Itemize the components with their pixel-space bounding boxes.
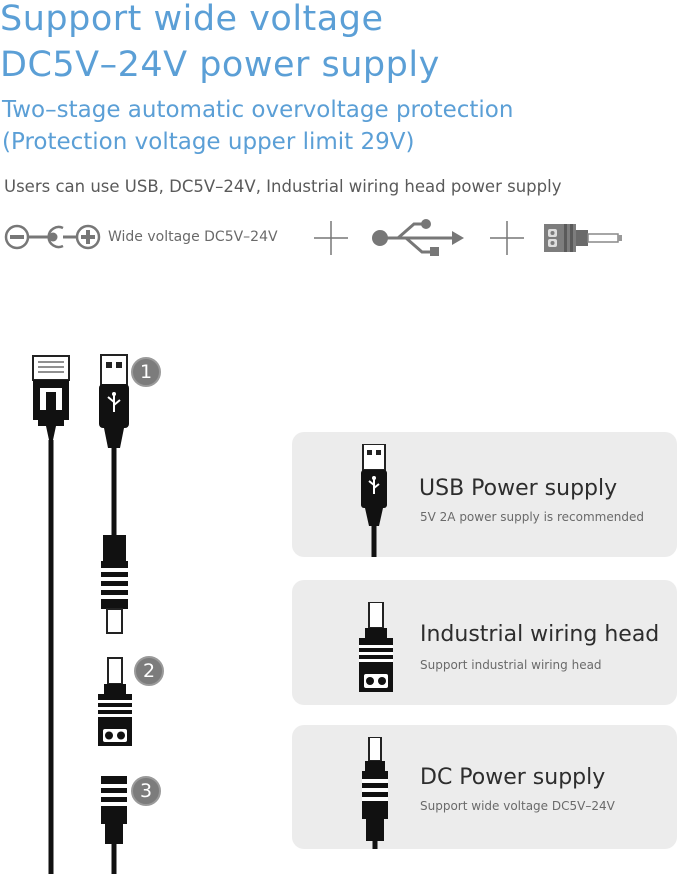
polarity-minus-icon [4, 224, 30, 250]
usb-power-card: USB Power supply 5V 2A power supply is r… [292, 432, 677, 557]
terminal-block-plug-icon [359, 602, 393, 692]
card-title: DC Power supply [420, 765, 606, 790]
dc-female-plug-icon [101, 535, 128, 634]
usb-plug-icon [361, 444, 387, 557]
rj45-plug-icon [32, 355, 70, 440]
users-line: Users can use USB, DC5V–24V, Industrial … [4, 177, 562, 196]
card-title: USB Power supply [419, 476, 618, 501]
badge-2: 2 [134, 656, 164, 686]
polarity-diagram-icon [4, 224, 101, 250]
terminal-block-plug-icon [98, 657, 132, 746]
polarity-label: Wide voltage DC5V–24V [108, 229, 278, 245]
usb-plug-icon [99, 354, 129, 448]
card-title: Industrial wiring head [420, 622, 660, 647]
card-subtitle: Support industrial wiring head [420, 658, 602, 672]
plus-icon-2 [490, 221, 524, 255]
headline-line-1: Support wide voltage [0, 0, 384, 39]
badge-3: 3 [131, 776, 161, 806]
headline-line-2: DC5V–24V power supply [0, 45, 440, 85]
terminal-adapter-icon [544, 224, 622, 252]
badge-1: 1 [131, 357, 161, 387]
usb-symbol-icon [372, 219, 464, 256]
dc-barrel-plug-icon [362, 737, 388, 849]
card-subtitle: 5V 2A power supply is recommended [420, 510, 644, 524]
industrial-wiring-card: Industrial wiring head Support industria… [292, 580, 677, 705]
polarity-plus-icon [75, 224, 101, 250]
subhead-line-1: Two–stage automatic overvoltage protecti… [2, 97, 514, 123]
plus-icon [314, 221, 348, 255]
dc-power-card: DC Power supply Support wide voltage DC5… [292, 725, 677, 849]
dc-jack-icon [28, 225, 76, 249]
cable-illustration [32, 354, 132, 874]
subhead-line-2: (Protection voltage upper limit 29V) [2, 129, 415, 155]
dc-barrel-plug-icon [101, 776, 127, 844]
card-subtitle: Support wide voltage DC5V–24V [420, 799, 615, 813]
